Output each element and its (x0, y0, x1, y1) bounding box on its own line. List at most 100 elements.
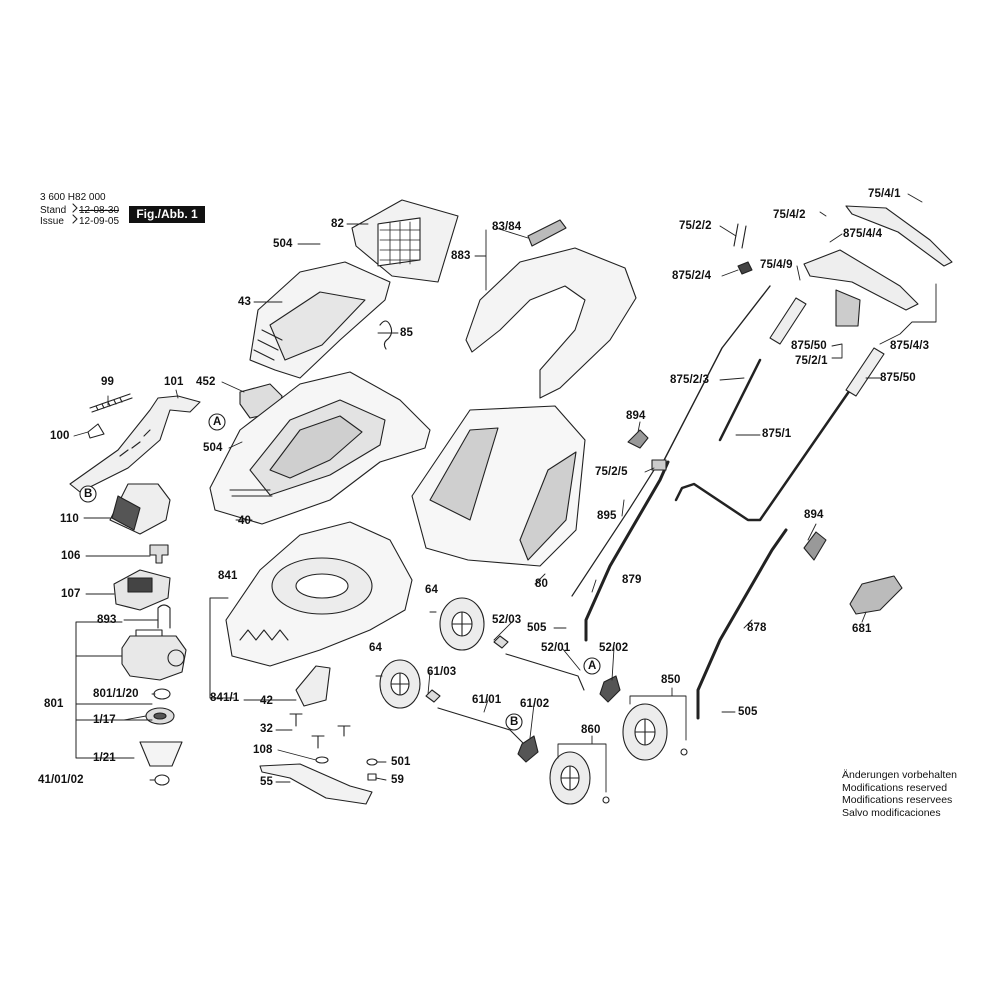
part-55-blade (259, 763, 373, 805)
callout-108: 108 (253, 744, 273, 756)
issue-date: 12-09-05 (79, 216, 120, 227)
callout-82: 82 (331, 218, 344, 230)
wheel-front-left (439, 597, 485, 651)
part-41-01-02-nut (154, 774, 170, 786)
callout-100: 100 (50, 430, 70, 442)
callout-875-4-4: 875/4/4 (843, 228, 883, 240)
sleeve-875-50a (769, 297, 807, 345)
callout-841-1: 841/1 (210, 692, 240, 704)
callout-801-1-20: 801/1/20 (93, 688, 139, 700)
part-42-flap (295, 665, 331, 707)
callout-85: 85 (400, 327, 413, 339)
handle-878 (696, 528, 788, 720)
callout-52-02: 52/02 (599, 642, 629, 654)
part-681-clip (849, 575, 903, 615)
issue-label: Issue (40, 216, 64, 227)
part-801-1-20-bearing (153, 688, 171, 700)
callout-75-2-2: 75/2/2 (679, 220, 712, 232)
callout-80: 80 (535, 578, 548, 590)
callout-40: 40 (238, 515, 251, 527)
part-80-grass-box (411, 405, 586, 567)
callout-106: 106 (61, 550, 81, 562)
callout-101: 101 (164, 376, 184, 388)
notice-line-de: Änderungen vorbehalten (842, 769, 958, 781)
callout-99: 99 (101, 376, 114, 388)
callout-875-1: 875/1 (762, 428, 792, 440)
callout-83-84: 83/84 (492, 221, 522, 233)
marker-a2: A (588, 660, 597, 672)
part-number: 3 600 H82 000 (40, 192, 106, 203)
callout-504: 504 (273, 238, 293, 250)
part-32-screws (289, 713, 351, 749)
stand-label: Stand (40, 205, 67, 216)
handle-875-1 (674, 358, 852, 522)
callout-59: 59 (391, 774, 404, 786)
marker-a1: A (213, 416, 222, 428)
callout-42: 42 (260, 695, 273, 707)
part-75-2-5-clamp (651, 459, 667, 471)
part-1-21-belt (139, 741, 183, 767)
callout-61-01: 61/01 (472, 694, 502, 706)
part-75-2-2-pins (733, 223, 747, 249)
part-52-02-lever (599, 675, 621, 703)
callout-801: 801 (44, 698, 64, 710)
callout-875-50: 875/50 (791, 340, 827, 352)
callout-41-01-02: 41/01/02 (38, 774, 84, 786)
marker-a2-ring (583, 657, 601, 675)
marker-b2: B (510, 716, 519, 728)
part-850-cap (680, 748, 688, 756)
callout-55: 55 (260, 776, 273, 788)
part-893-clip (157, 604, 171, 629)
callout-894: 894 (626, 410, 646, 422)
callout-452: 452 (196, 376, 216, 388)
part-110-cover (109, 483, 171, 535)
wheel-rear-left (379, 659, 421, 709)
part-860-cap (602, 796, 610, 804)
notice-line-en: Modifications reserved (842, 781, 948, 794)
figure-label: Fig./Abb. 1 (129, 206, 205, 223)
callout-501: 501 (391, 756, 411, 768)
part-83-84-grip (527, 219, 567, 247)
callout-875-4-3: 875/4/3 (890, 340, 930, 352)
header-bracket (72, 203, 78, 224)
callout-894: 894 (804, 509, 824, 521)
stand-date: 12-08-30 (79, 205, 120, 216)
part-841-deck (225, 521, 413, 667)
callout-52-03: 52/03 (492, 614, 522, 626)
callout-64: 64 (425, 584, 438, 596)
part-883-cover (465, 247, 637, 399)
callout-43: 43 (238, 296, 251, 308)
callout-505: 505 (527, 622, 547, 634)
callout-75-4-2: 75/4/2 (773, 209, 806, 221)
part-894-knob-b (803, 531, 827, 561)
callout-75-2-1: 75/2/1 (795, 355, 828, 367)
callout-1-17: 1/17 (93, 714, 116, 726)
callout-32: 32 (260, 723, 273, 735)
part-100-clip (87, 423, 105, 439)
callout-110: 110 (60, 513, 79, 525)
callout-875-2-3: 875/2/3 (670, 374, 710, 386)
callout-75-2-5: 75/2/5 (595, 466, 628, 478)
callout-504: 504 (203, 442, 223, 454)
part-52-03-bushing (493, 635, 509, 649)
part-875-4-4-handle-bottom (803, 249, 919, 311)
wheel-860 (549, 751, 591, 805)
leader-lines (73, 193, 937, 793)
callout-75-4-9: 75/4/9 (760, 259, 793, 271)
notice-line-fr: Modifications reservees (842, 794, 953, 806)
cable-895 (571, 469, 655, 597)
callout-52-01: 52/01 (541, 642, 571, 654)
part-52-01-axle (505, 653, 585, 691)
part-61-02-lever (517, 735, 539, 763)
callout-850: 850 (661, 674, 681, 686)
part-501-washer (366, 758, 378, 766)
part-106-connector (149, 544, 169, 564)
marker-b2-ring (505, 713, 523, 731)
callout-883: 883 (451, 250, 471, 262)
callout-505: 505 (738, 706, 758, 718)
part-101-lever (69, 395, 201, 493)
wheel-850 (622, 703, 668, 761)
callout-878: 878 (747, 622, 767, 634)
